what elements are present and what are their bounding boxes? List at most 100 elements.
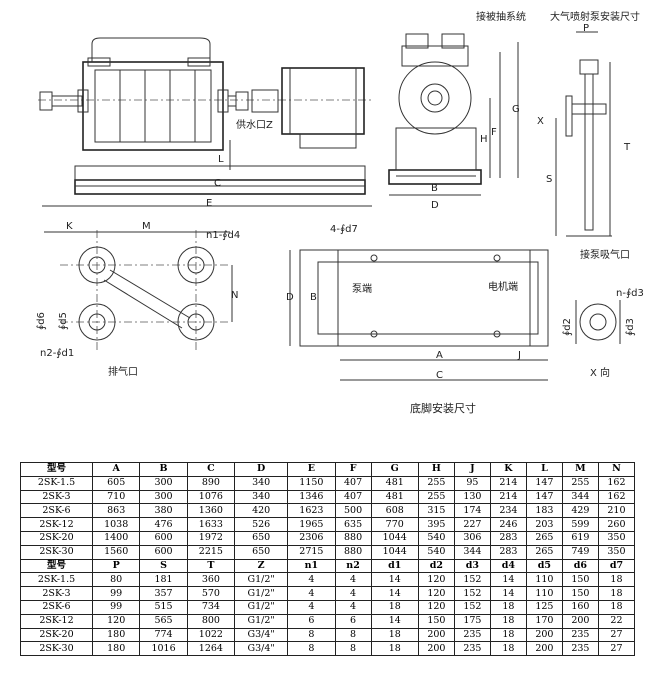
table-cell: 18 bbox=[597, 586, 636, 601]
table-cell: 246 bbox=[489, 517, 527, 532]
dim-k-label: K bbox=[66, 221, 73, 232]
dim-f-label: F bbox=[491, 127, 497, 138]
table-cell: 300 bbox=[139, 475, 188, 491]
suction-label: 接泵吸气口 bbox=[580, 248, 630, 261]
table-cell: 650 bbox=[234, 544, 289, 560]
table-cell: 360 bbox=[186, 572, 236, 588]
header-cell: D bbox=[234, 462, 289, 477]
table-cell: 734 bbox=[186, 599, 236, 615]
table-cell: 540 bbox=[417, 530, 455, 546]
table-cell: 380 bbox=[139, 503, 188, 519]
table-cell: 210 bbox=[597, 503, 636, 519]
table-cell: G1/2" bbox=[234, 586, 289, 601]
table-cell: 2SK-12 bbox=[20, 613, 93, 629]
table-cell: 18 bbox=[489, 641, 527, 657]
header-cell: T bbox=[186, 558, 236, 574]
x-direction-label: X 向 bbox=[590, 366, 610, 379]
table-cell: 407 bbox=[334, 489, 372, 505]
table-cell: 174 bbox=[453, 503, 491, 519]
dim-t-label: T bbox=[623, 142, 631, 153]
table-cell: 2SK-12 bbox=[20, 517, 93, 532]
x-direction-view bbox=[575, 300, 621, 344]
table-cell: 770 bbox=[370, 517, 419, 532]
table-cell: 2SK-20 bbox=[20, 530, 93, 546]
dim-b-base-label: B bbox=[310, 292, 317, 303]
dim-l-label: L bbox=[218, 154, 224, 165]
table-cell: 18 bbox=[597, 599, 636, 615]
header-cell: P bbox=[91, 558, 141, 574]
table-cell: G1/2" bbox=[234, 599, 289, 615]
table-cell: 150 bbox=[561, 572, 599, 588]
dim-b-side-label: B bbox=[431, 183, 438, 194]
table-cell: 14 bbox=[489, 572, 527, 588]
table-cell: 99 bbox=[91, 586, 141, 601]
table-cell: 1016 bbox=[139, 641, 188, 657]
table-cell: G1/2" bbox=[234, 613, 289, 629]
header-cell: J bbox=[453, 462, 491, 477]
table-cell: 235 bbox=[561, 641, 599, 657]
dim-a-label: A bbox=[436, 350, 443, 361]
table-cell: 125 bbox=[525, 599, 563, 615]
header-cell: E bbox=[287, 462, 336, 477]
table-cell: 27 bbox=[597, 627, 636, 643]
header-cell: F bbox=[334, 462, 372, 477]
table-cell: 540 bbox=[417, 544, 455, 560]
table-cell: 214 bbox=[489, 475, 527, 491]
flange-view bbox=[44, 230, 233, 350]
header-cell: H bbox=[417, 462, 455, 477]
table-cell: 600 bbox=[139, 530, 188, 546]
table-cell: 181 bbox=[139, 572, 188, 588]
table-cell: 1633 bbox=[186, 517, 236, 532]
table-cell: 407 bbox=[334, 475, 372, 491]
table-cell: 18 bbox=[370, 599, 419, 615]
table-cell: 162 bbox=[597, 475, 636, 491]
table-cell: 234 bbox=[489, 503, 527, 519]
d2-label: ∮d2 bbox=[562, 318, 573, 336]
table-cell: 774 bbox=[139, 627, 188, 643]
table-cell: G3/4" bbox=[234, 641, 289, 657]
table-cell: 350 bbox=[597, 530, 636, 546]
header-cell: d5 bbox=[525, 558, 563, 574]
table-cell: 147 bbox=[525, 489, 563, 505]
header-cell: M bbox=[561, 462, 599, 477]
n2-label: n2-∮d1 bbox=[40, 348, 74, 359]
n1-label: n1-∮d4 bbox=[206, 230, 240, 241]
table-cell: 526 bbox=[234, 517, 289, 532]
table-cell: 306 bbox=[453, 530, 491, 546]
dim-x-label: X bbox=[537, 116, 544, 127]
table-cell: 1022 bbox=[186, 627, 236, 643]
header-cell: G bbox=[370, 462, 419, 477]
front-view bbox=[38, 37, 372, 207]
header-cell: N bbox=[597, 462, 636, 477]
header-cell: d7 bbox=[597, 558, 636, 574]
table-cell: 1264 bbox=[186, 641, 236, 657]
table-cell: 214 bbox=[489, 489, 527, 505]
table-cell: 344 bbox=[561, 489, 599, 505]
table-cell: 476 bbox=[139, 517, 188, 532]
table-cell: 255 bbox=[417, 489, 455, 505]
table-cell: 395 bbox=[417, 517, 455, 532]
dim-p-label: P bbox=[583, 23, 589, 34]
table-cell: 2SK-3 bbox=[20, 586, 93, 601]
base-plan-view bbox=[289, 249, 549, 381]
table-cell: 6 bbox=[334, 613, 372, 629]
table-cell: 4 bbox=[334, 599, 372, 615]
table-cell: 344 bbox=[453, 544, 491, 560]
n-d3-label: n-∮d3 bbox=[616, 288, 644, 299]
table-cell: 265 bbox=[525, 530, 563, 546]
table-cell: 2SK-30 bbox=[20, 641, 93, 657]
table-cell: 1044 bbox=[370, 544, 419, 560]
dim-d-side-label: D bbox=[431, 200, 439, 211]
header-cell: d2 bbox=[417, 558, 455, 574]
dim-e-label: E bbox=[206, 198, 212, 209]
table-cell: 4 bbox=[287, 586, 336, 601]
header-cell: B bbox=[139, 462, 188, 477]
table-cell: 8 bbox=[334, 641, 372, 657]
table-cell: 18 bbox=[489, 599, 527, 615]
table-cell: 255 bbox=[561, 475, 599, 491]
